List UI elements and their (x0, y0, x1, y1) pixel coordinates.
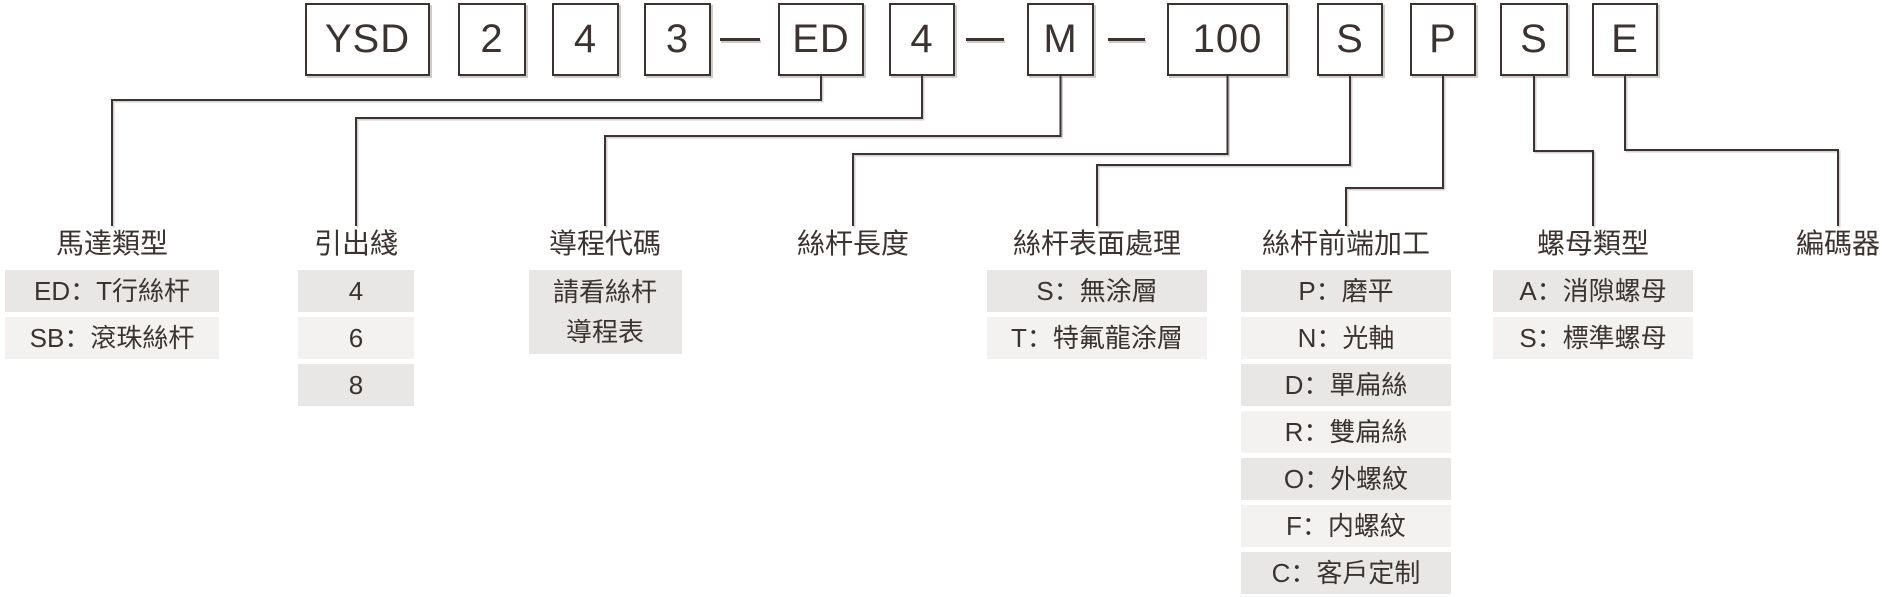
surface-treatment-option-1: T：特氟龍涂層 (987, 317, 1207, 359)
option-text: R：雙扁絲 (1284, 417, 1408, 447)
option-text: T：特氟龍涂層 (1011, 323, 1183, 353)
code-segment-11: E (1592, 3, 1658, 76)
option-text: A：消隙螺母 (1519, 276, 1667, 306)
encoder-connector-shadow (1625, 77, 1841, 228)
motor-type-option-1: SB：滾珠絲杆 (5, 317, 219, 359)
motor-type-connector-shadow (112, 77, 824, 228)
option-text: 8 (348, 370, 364, 400)
front-end-machining-connector (1345, 76, 1444, 226)
front-end-machining-option-4: O：外螺紋 (1241, 458, 1451, 500)
lead-wires-option-1: 6 (298, 317, 414, 359)
lead-wires-label: 引出綫 (313, 228, 398, 259)
surface-treatment-option-0: S：無涂層 (987, 270, 1207, 312)
code-separator (720, 38, 760, 41)
option-text: O：外螺紋 (1283, 464, 1409, 494)
option-text: 6 (348, 323, 364, 353)
encoder-connector (1624, 76, 1839, 226)
option-text: ED：T行絲杆 (33, 276, 190, 306)
nut-type-connector-shadow (1534, 77, 1596, 228)
front-end-machining-option-2: D：單扁絲 (1241, 364, 1451, 406)
code-segment-2: 4 (552, 3, 619, 76)
motor-type-connector (111, 76, 822, 226)
option-text: S：標準螺母 (1519, 323, 1667, 353)
code-separator (966, 38, 1004, 41)
front-end-machining-option-6: C：客戶定制 (1241, 552, 1451, 594)
code-segment-1: 2 (458, 3, 526, 76)
option-text: F：内螺紋 (1286, 511, 1406, 541)
screw-length-connector (852, 76, 1229, 226)
code-segment-9: P (1410, 3, 1476, 76)
motor-type-label: 馬達類型 (55, 228, 168, 259)
front-end-machining-label: 絲杆前端加工 (1261, 228, 1430, 259)
front-end-machining-connector-shadow (1346, 77, 1446, 228)
option-text: N：光軸 (1297, 323, 1395, 353)
lead-code-connector-shadow (605, 77, 1063, 228)
surface-treatment-label: 絲杆表面處理 (1012, 228, 1181, 259)
lead-wires-option-0: 4 (298, 270, 414, 312)
front-end-machining-option-0: P：磨平 (1241, 270, 1451, 312)
code-segment-6: M (1027, 3, 1094, 76)
option-text: S：無涂層 (1036, 276, 1158, 306)
screw-length-label: 絲杆長度 (796, 228, 909, 259)
lead-code-option-0: 請看絲杆導程表 (528, 270, 682, 354)
lead-code-connector (604, 76, 1062, 226)
lead-wires-connector-shadow (356, 77, 925, 228)
code-separator (1108, 38, 1145, 41)
option-text: P：磨平 (1298, 276, 1394, 306)
front-end-machining-option-3: R：雙扁絲 (1241, 411, 1451, 453)
front-end-machining-option-5: F：内螺紋 (1241, 505, 1451, 547)
nut-type-option-1: S：標準螺母 (1493, 317, 1693, 359)
code-segment-5: 4 (889, 3, 955, 76)
option-text: 請看絲杆 (552, 277, 657, 307)
lead-code-label: 導程代碼 (548, 228, 661, 259)
option-text: D：單扁絲 (1284, 370, 1408, 400)
nut-type-label: 螺母類型 (1536, 228, 1649, 259)
code-segment-7: 100 (1167, 3, 1288, 76)
code-segment-10: S (1500, 3, 1568, 76)
code-segment-0: YSD (305, 3, 430, 76)
surface-treatment-connector (1096, 76, 1351, 226)
lead-wires-option-2: 8 (298, 364, 414, 406)
screw-length-connector-shadow (853, 77, 1230, 228)
option-text: SB：滾珠絲杆 (29, 323, 195, 353)
lead-wires-connector (355, 76, 923, 226)
code-segment-4: ED (778, 3, 864, 76)
option-text: 4 (348, 276, 364, 306)
code-segment-8: S (1317, 3, 1383, 76)
nut-type-connector (1533, 76, 1594, 226)
front-end-machining-option-1: N：光軸 (1241, 317, 1451, 359)
option-text: 導程表 (565, 317, 644, 347)
encoder-label: 編碼器 (1795, 228, 1880, 259)
motor-type-option-0: ED：T行絲杆 (5, 270, 219, 312)
nut-type-option-0: A：消隙螺母 (1493, 270, 1693, 312)
code-segment-3: 3 (644, 3, 711, 76)
option-text: C：客戶定制 (1271, 558, 1421, 588)
surface-treatment-connector-shadow (1097, 77, 1353, 228)
